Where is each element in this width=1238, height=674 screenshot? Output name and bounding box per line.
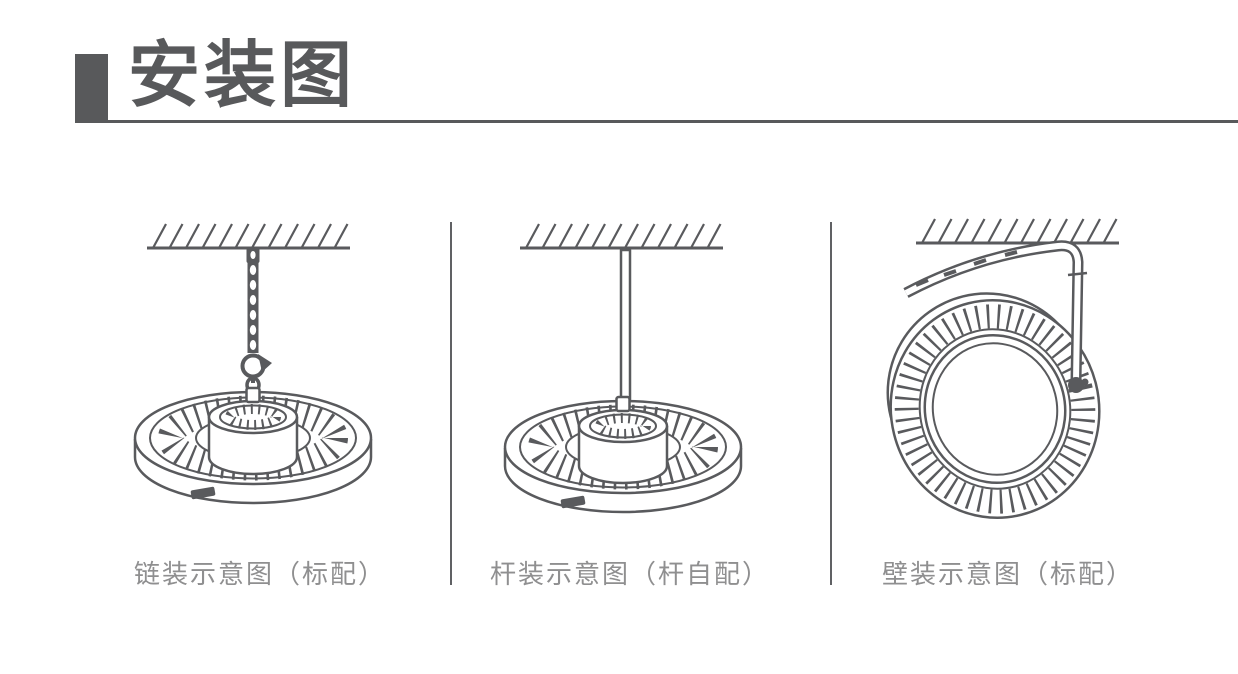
panel-divider bbox=[450, 222, 452, 585]
panel-divider bbox=[830, 222, 832, 585]
ceiling-hatch-icon bbox=[518, 222, 725, 250]
title-underline bbox=[75, 120, 1238, 123]
ufo-light-icon bbox=[135, 388, 371, 503]
pole-mount-caption: 杆装示意图（杆自配） bbox=[489, 559, 770, 589]
page-title: 安装图 bbox=[128, 36, 357, 116]
ceiling-hatch-icon bbox=[914, 217, 1121, 245]
hanging-chain-icon bbox=[246, 248, 260, 353]
wall-bracket-icon bbox=[903, 240, 1089, 393]
wall-mount-caption: 壁装示意图（标配） bbox=[881, 559, 1134, 589]
tilted-ufo-light-icon bbox=[886, 292, 1101, 519]
chain-mount-diagram bbox=[120, 222, 400, 547]
ufo-light-icon bbox=[505, 397, 741, 512]
mounting-pole-icon bbox=[619, 248, 632, 412]
title-accent-bar bbox=[75, 54, 108, 121]
ceiling-hatch-icon bbox=[145, 222, 352, 250]
pole-mount-diagram bbox=[490, 222, 770, 547]
wall-mount-diagram bbox=[886, 217, 1121, 519]
pivot-knob-icon bbox=[1068, 377, 1084, 393]
chain-mount-caption: 链装示意图（标配） bbox=[133, 559, 386, 589]
